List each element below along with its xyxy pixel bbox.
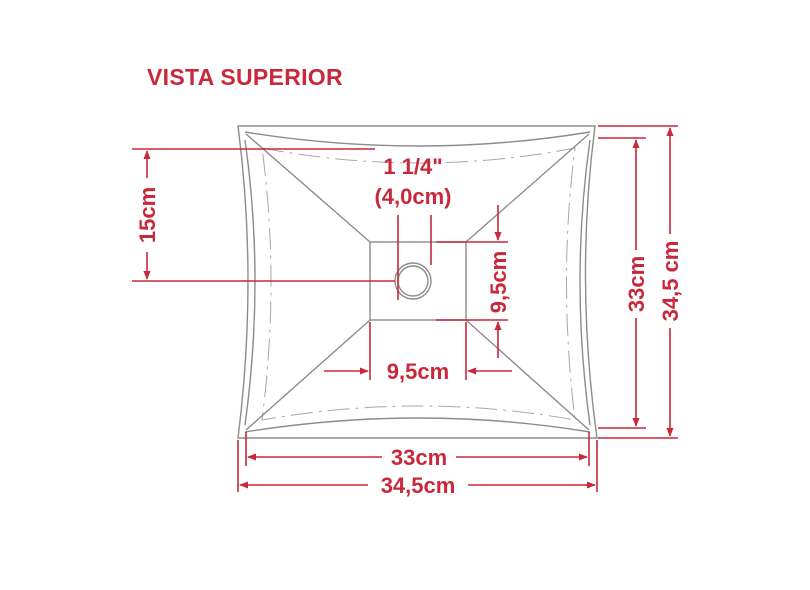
- view-title: VISTA SUPERIOR: [147, 64, 343, 90]
- sink-outer-edge: [237, 125, 598, 439]
- ridge-bottom-left: [245, 319, 371, 431]
- sink-rim-bottom: [244, 417, 591, 433]
- drain-size-cm-label: (4,0cm): [374, 184, 451, 209]
- inner-height-label: 33cm: [624, 256, 649, 312]
- corner-ridges: [245, 133, 590, 431]
- dimension-lines: [132, 125, 678, 492]
- ridge-top-left: [245, 133, 371, 243]
- sink-rim-right: [579, 139, 591, 426]
- drain-box-height-label: 9,5cm: [486, 251, 511, 313]
- sink-rim-top: [244, 131, 591, 147]
- sink-rim-left: [244, 139, 256, 426]
- drain-hole-outer: [394, 262, 432, 300]
- drain-hole-inner: [397, 265, 429, 297]
- inner-width-label: 33cm: [391, 445, 447, 470]
- outer-width-label: 34,5cm: [381, 473, 456, 498]
- ridge-bottom-right: [465, 319, 590, 431]
- drain-box-width-label: 9,5cm: [387, 359, 449, 384]
- drain-size-label: 1 1/4": [383, 154, 442, 179]
- outer-height-label: 34,5 cm: [658, 241, 683, 322]
- center-offset-label: 15cm: [135, 187, 160, 243]
- ridge-top-right: [465, 133, 590, 243]
- dimension-labels: 1 1/4" (4,0cm) 15cm 9,5cm 9,5cm 33cm 34,…: [135, 154, 683, 498]
